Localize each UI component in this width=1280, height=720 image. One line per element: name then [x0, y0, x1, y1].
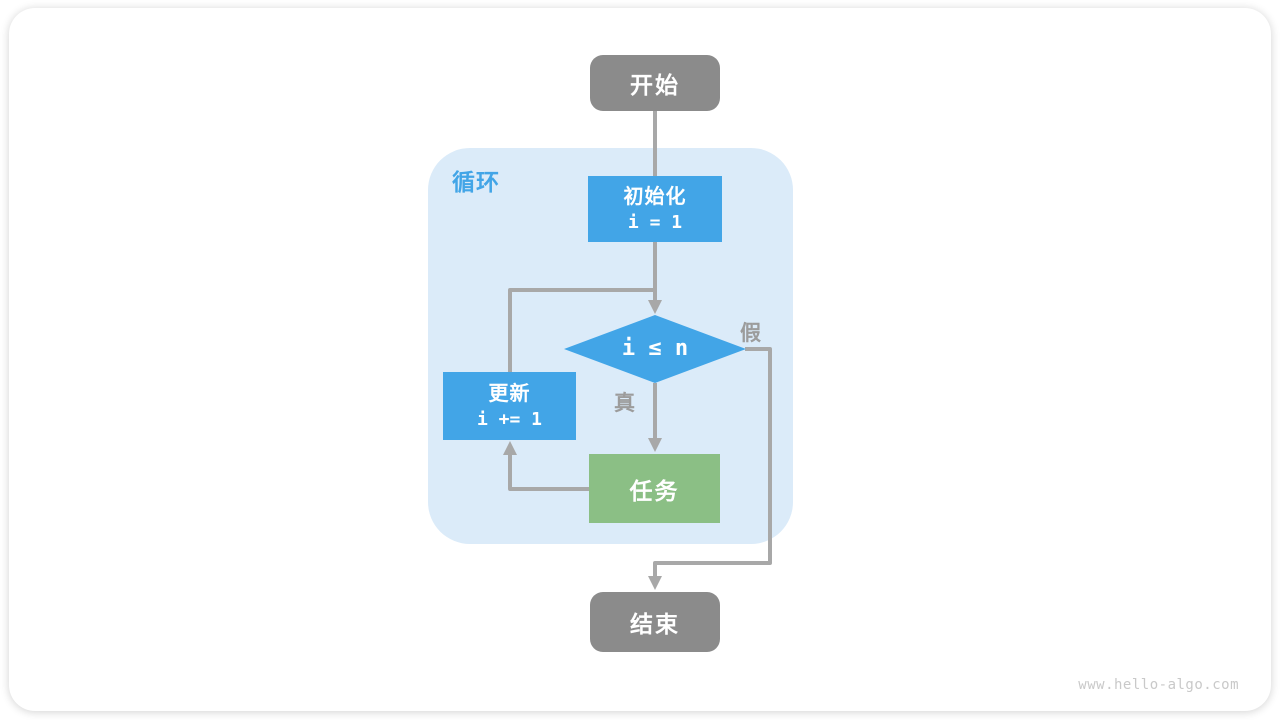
true-branch-label: 真 — [614, 392, 635, 415]
node-start-label: 开始 — [630, 72, 680, 98]
node-update-code: i += 1 — [476, 408, 543, 430]
node-task: 任务 — [589, 454, 720, 523]
arrowhead-into-end — [648, 576, 662, 590]
node-init-label: 初始化 — [623, 185, 687, 208]
false-branch-label: 假 — [740, 322, 761, 345]
node-update: 更新 i += 1 — [443, 372, 576, 440]
node-init: 初始化 i = 1 — [588, 176, 722, 242]
node-condition-code: i ≤ n — [621, 335, 689, 361]
node-update-label: 更新 — [488, 382, 531, 405]
node-end: 结束 — [590, 592, 720, 652]
watermark: www.hello-algo.com — [1078, 677, 1239, 693]
node-end-label: 结束 — [630, 611, 680, 637]
node-task-label: 任务 — [629, 477, 680, 504]
node-init-code: i = 1 — [627, 211, 683, 233]
node-start: 开始 — [590, 55, 720, 111]
loop-region-label: 循环 — [452, 169, 500, 195]
